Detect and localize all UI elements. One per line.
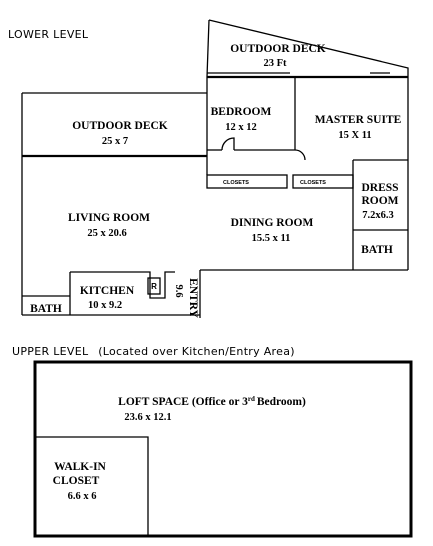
- room-outdoor-deck-top: OUTDOOR DECK 23 Ft: [230, 43, 326, 69]
- room-name-line1: DRESS: [361, 182, 398, 194]
- room-size: 15 X 11: [338, 130, 371, 141]
- fridge-label: R: [151, 282, 157, 291]
- room-living-room: LIVING ROOM 25 x 20.6: [68, 212, 150, 239]
- room-size: 15.5 x 11: [252, 233, 291, 244]
- room-dress-room: DRESS ROOM 7.2x6.3: [361, 182, 398, 221]
- room-size: 6.6 x 6: [68, 491, 97, 502]
- room-name-line1: WALK-IN: [54, 461, 106, 473]
- room-size: 25 x 20.6: [87, 228, 126, 239]
- room-name: KITCHEN: [80, 285, 135, 297]
- room-size: 10 x 9.2: [88, 300, 122, 311]
- room-name: ENTRY: [187, 278, 199, 319]
- room-entry: ENTRY 9.6: [173, 278, 199, 319]
- room-name-line2: CLOSET: [53, 475, 100, 487]
- room-bath-right: BATH: [361, 244, 393, 256]
- room-master-suite: MASTER SUITE 15 X 11: [315, 114, 402, 141]
- room-size: 23 Ft: [263, 58, 287, 69]
- lower-level-title: LOWER LEVEL: [8, 28, 89, 41]
- room-name-line2: ROOM: [361, 195, 398, 207]
- room-kitchen: KITCHEN 10 x 9.2: [80, 285, 135, 311]
- room-bath-left: BATH: [30, 303, 62, 315]
- room-name: BEDROOM: [211, 106, 272, 118]
- room-bedroom: BEDROOM 12 x 12: [211, 106, 272, 133]
- room-outdoor-deck-left: OUTDOOR DECK 25 x 7: [72, 120, 168, 147]
- room-dining-room: DINING ROOM 15.5 x 11: [231, 217, 314, 244]
- upper-level-title: UPPER LEVEL (Located over Kitchen/Entry …: [12, 345, 295, 358]
- room-name: DINING ROOM: [231, 217, 314, 229]
- lower-level-walls: [21, 19, 409, 318]
- room-name: LIVING ROOM: [68, 212, 150, 224]
- room-size: 7.2x6.3: [362, 210, 394, 221]
- room-size: 12 x 12: [225, 122, 257, 133]
- room-name: OUTDOOR DECK: [72, 120, 168, 132]
- room-size: 23.6 x 12.1: [124, 412, 171, 423]
- room-walk-in-closet: WALK-IN CLOSET 6.6 x 6: [53, 461, 107, 502]
- room-size: 9.6: [173, 284, 184, 297]
- room-name: MASTER SUITE: [315, 114, 402, 126]
- room-closets-right: CLOSETS: [300, 180, 326, 186]
- upper-level-walls: [33, 360, 413, 538]
- room-name: OUTDOOR DECK: [230, 43, 326, 55]
- room-size: 25 x 7: [102, 136, 128, 147]
- room-closets-left: CLOSETS: [223, 180, 249, 186]
